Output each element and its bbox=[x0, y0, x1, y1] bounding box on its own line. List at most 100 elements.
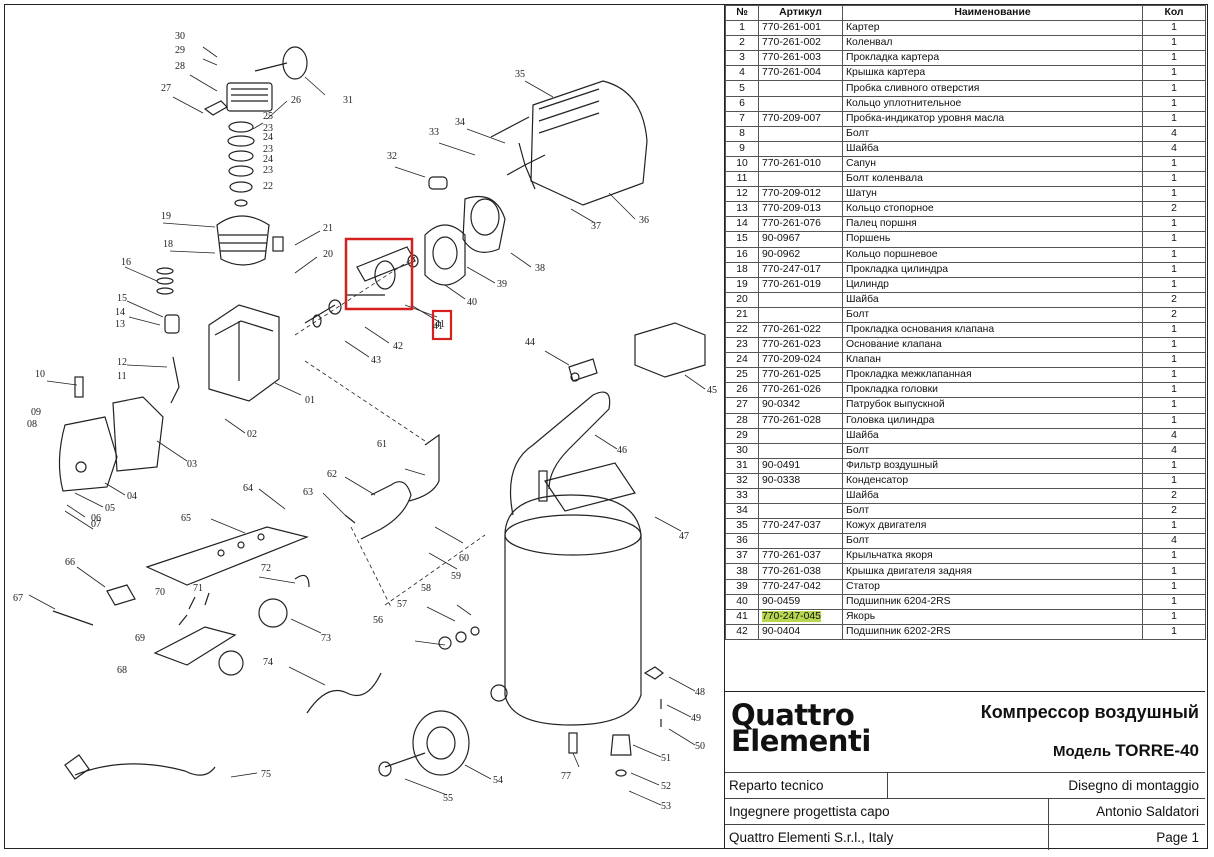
cell-name: Картер bbox=[842, 20, 1143, 37]
cell-no: 27 bbox=[725, 397, 759, 414]
cell-article: 90-0962 bbox=[758, 246, 843, 263]
callout-label: 41 bbox=[433, 321, 443, 332]
cell-qty: 1 bbox=[1142, 65, 1206, 82]
callout-label: 23 bbox=[263, 144, 273, 155]
cell-name: Сапун bbox=[842, 155, 1143, 173]
cell-no: 24 bbox=[725, 352, 759, 369]
callout-labels: 3029282726252324232423221921182016151413… bbox=[5, 0, 717, 812]
company-logo: Quattro Elementi bbox=[731, 698, 871, 756]
cell-name: Болт bbox=[842, 125, 1143, 142]
logo-line-1: Quattro bbox=[731, 698, 855, 732]
rear-cover-shape bbox=[462, 195, 506, 253]
cell-name: Болт bbox=[842, 533, 1143, 550]
cell-name: Крышка двигателя задняя bbox=[842, 563, 1143, 580]
cell-article: 770-261-001 bbox=[758, 20, 843, 37]
callout-label: 35 bbox=[515, 69, 525, 80]
cell-article bbox=[758, 171, 843, 188]
callout-label: 43 bbox=[371, 355, 381, 366]
callout-label: 39 bbox=[497, 279, 507, 290]
cell-qty: 1 bbox=[1142, 548, 1206, 565]
callout-label: 24 bbox=[263, 132, 273, 143]
callout-label: 46 bbox=[617, 445, 627, 456]
drawing-frame bbox=[4, 4, 1208, 849]
pressure-switch-shape bbox=[634, 322, 706, 378]
callout-label: 52 bbox=[661, 781, 671, 792]
cell-no: 25 bbox=[725, 367, 759, 384]
cell-article: 770-261-023 bbox=[758, 337, 843, 354]
cell-article bbox=[758, 140, 843, 157]
cell-name: Шайба bbox=[842, 140, 1143, 157]
cell-qty: 2 bbox=[1142, 306, 1206, 323]
cell-no: 18 bbox=[725, 261, 759, 278]
cell-qty: 1 bbox=[1142, 382, 1206, 399]
callout-label: 27 bbox=[161, 83, 171, 94]
title-row-company: Quattro Elementi S.r.l., Italy Page 1 bbox=[725, 824, 1205, 850]
cell-qty: 1 bbox=[1142, 321, 1206, 339]
cell-no: 22 bbox=[725, 321, 759, 339]
callout-label: 09 bbox=[31, 407, 41, 418]
callout-label: 07 bbox=[91, 519, 101, 530]
capacitor-shape bbox=[428, 176, 448, 190]
cell-article bbox=[758, 427, 843, 444]
cell-qty: 1 bbox=[1142, 593, 1206, 610]
cell-article bbox=[758, 503, 843, 520]
cell-qty: 1 bbox=[1142, 186, 1206, 203]
cell-article bbox=[758, 80, 843, 97]
cell-no: 35 bbox=[725, 518, 759, 535]
header-name: Наименование bbox=[842, 4, 1143, 22]
cell-name: Палец поршня bbox=[842, 216, 1143, 233]
cell-no: 26 bbox=[725, 382, 759, 399]
engineer-label: Ingegnere progettista capo bbox=[729, 804, 890, 819]
cell-article bbox=[758, 487, 843, 505]
callout-label: 01 bbox=[305, 395, 315, 406]
cell-article bbox=[758, 442, 843, 459]
engineer-name: Antonio Saldatori bbox=[1048, 799, 1205, 824]
cell-name: Шайба bbox=[842, 427, 1143, 444]
callout-label: 11 bbox=[117, 371, 127, 382]
cell-article: 770-261-038 bbox=[758, 563, 843, 580]
cell-name: Прокладка картера bbox=[842, 50, 1143, 67]
callout-label: 54 bbox=[493, 775, 503, 786]
cell-no: 28 bbox=[725, 412, 759, 429]
cell-no: 12 bbox=[725, 186, 759, 203]
cell-name: Основание клапана bbox=[842, 337, 1143, 354]
cell-no: 19 bbox=[725, 276, 759, 293]
callout-label: 04 bbox=[127, 491, 137, 502]
cell-name: Конденсатор bbox=[842, 472, 1143, 490]
cell-name: Болт bbox=[842, 503, 1143, 520]
cell-qty: 1 bbox=[1142, 367, 1206, 384]
callout-label: 22 bbox=[263, 181, 273, 192]
crankcase-gasket-shape bbox=[112, 396, 164, 472]
cell-qty: 1 bbox=[1142, 276, 1206, 293]
callout-label: 29 bbox=[175, 45, 185, 56]
callout-label: 14 bbox=[115, 307, 125, 318]
dept-label: Reparto tecnico bbox=[729, 778, 824, 793]
cell-qty: 4 bbox=[1142, 533, 1206, 550]
callout-label: 56 bbox=[373, 615, 383, 626]
cell-no: 7 bbox=[725, 110, 759, 127]
callout-label: 62 bbox=[327, 469, 337, 480]
cell-name: Кольцо стопорное bbox=[842, 201, 1143, 218]
title-block-header: Quattro Elementi Компрессор воздушный Мо… bbox=[725, 691, 1205, 772]
cell-article: 770-261-028 bbox=[758, 412, 843, 429]
exhaust-pipe-shape bbox=[203, 100, 228, 116]
callout-label: 10 bbox=[35, 369, 45, 380]
cell-qty: 1 bbox=[1142, 472, 1206, 490]
cell-article bbox=[758, 95, 843, 112]
cell-no: 11 bbox=[725, 171, 759, 188]
cell-no: 5 bbox=[725, 80, 759, 97]
cell-article: 770-261-019 bbox=[758, 276, 843, 293]
